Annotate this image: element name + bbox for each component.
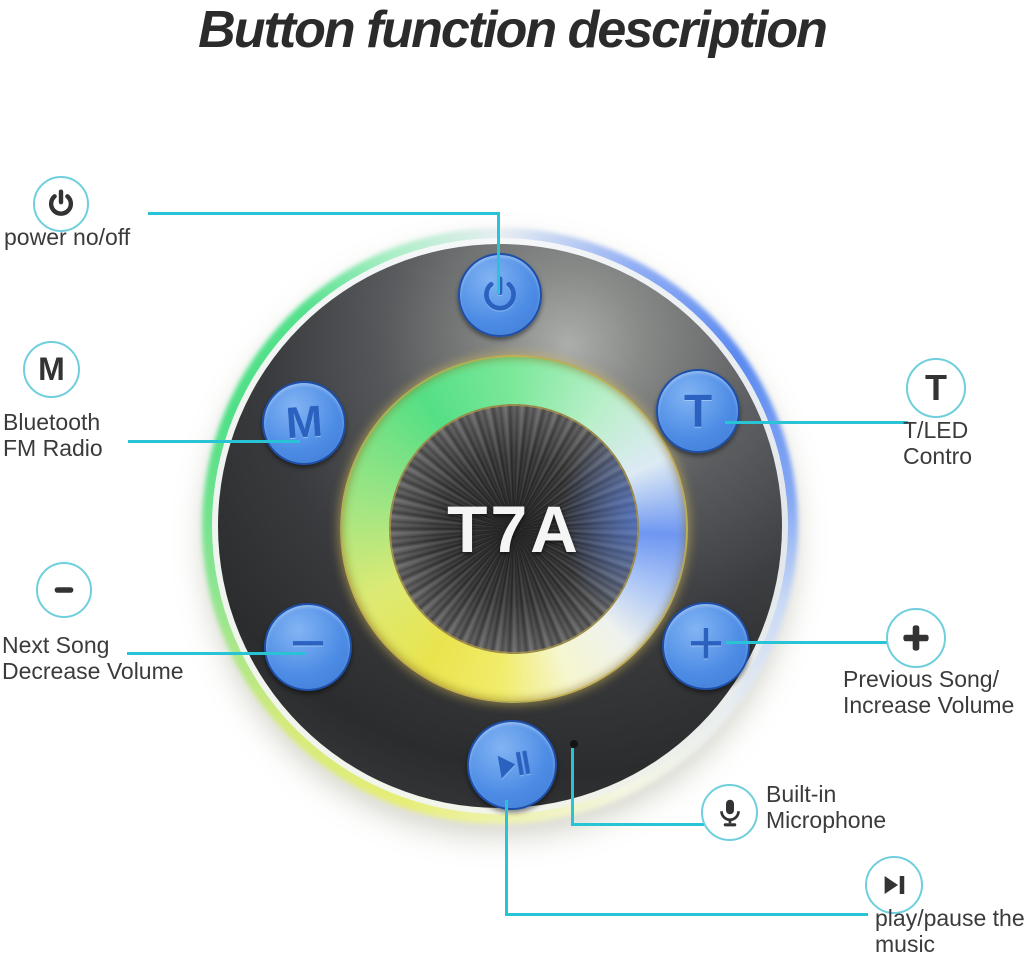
plus-glyph: + bbox=[687, 608, 725, 678]
mic-label-line2: Microphone bbox=[766, 807, 887, 833]
mic-label: Built-in Microphone bbox=[766, 781, 886, 833]
model-label: T7A bbox=[447, 492, 581, 566]
t-icon: T bbox=[906, 358, 966, 418]
callout-line-mic-drop bbox=[571, 748, 574, 826]
minus-label-line1: Next Song bbox=[2, 632, 110, 658]
callout-line-plus bbox=[726, 641, 890, 644]
mic-label-line1: Built-in bbox=[766, 781, 837, 807]
mic-icon bbox=[701, 784, 758, 841]
callout-line-power bbox=[148, 212, 500, 215]
speaker-device: T7A M T − + bbox=[202, 228, 798, 824]
play-pause-icon bbox=[865, 856, 923, 914]
t-led-button: T bbox=[656, 369, 740, 453]
microphone-hole bbox=[570, 740, 578, 748]
power-icon bbox=[484, 276, 516, 311]
mode-label-line1: Bluetooth bbox=[3, 409, 101, 435]
power-button bbox=[458, 253, 542, 337]
t-led-label-line1: T/LED bbox=[903, 417, 969, 443]
callout-line-power-drop bbox=[497, 212, 500, 294]
mode-label-line2: FM Radio bbox=[3, 435, 103, 461]
plus-icon bbox=[886, 608, 946, 668]
callout-line-t-led bbox=[725, 421, 908, 424]
volume-down-button: − bbox=[264, 603, 352, 691]
play-pause-button bbox=[467, 720, 557, 810]
minus-glyph: − bbox=[289, 608, 327, 678]
t-button-letter: T bbox=[683, 385, 713, 437]
callout-line-mic bbox=[571, 823, 704, 826]
mode-icon-letter: M bbox=[38, 351, 65, 387]
mode-button: M bbox=[262, 381, 346, 465]
power-icon bbox=[33, 176, 89, 232]
speaker-center-disc: T7A bbox=[389, 404, 639, 654]
mode-icon: M bbox=[23, 341, 80, 398]
callout-line-minus bbox=[127, 652, 305, 655]
minus-label: Next Song Decrease Volume bbox=[2, 632, 184, 684]
play-pause-icon bbox=[497, 750, 531, 779]
play-pause-label-line1: play/pause the bbox=[875, 905, 1024, 931]
mode-label: Bluetooth FM Radio bbox=[3, 409, 103, 461]
play-pause-label-line2: music bbox=[875, 931, 936, 957]
power-label: power no/off bbox=[4, 224, 130, 250]
volume-up-button: + bbox=[662, 602, 750, 690]
plus-label-line1: Previous Song/ bbox=[843, 666, 999, 692]
power-label-line1: power no/off bbox=[4, 224, 131, 250]
minus-label-line2: Decrease Volume bbox=[2, 658, 184, 684]
callout-line-mode bbox=[128, 440, 300, 443]
plus-label-line2: Increase Volume bbox=[843, 692, 1015, 718]
callout-line-play bbox=[505, 913, 868, 916]
plus-label: Previous Song/ Increase Volume bbox=[843, 666, 1014, 718]
page-title: Button function description bbox=[198, 1, 828, 59]
minus-icon bbox=[36, 562, 92, 618]
t-led-label-line2: Contro bbox=[903, 443, 973, 469]
callout-line-play-drop bbox=[505, 800, 508, 916]
disc-blue-reflection bbox=[391, 406, 637, 652]
play-pause-label: play/pause the music bbox=[875, 905, 1024, 957]
t-icon-letter: T bbox=[925, 367, 947, 408]
t-led-label: T/LED Contro bbox=[903, 417, 972, 469]
